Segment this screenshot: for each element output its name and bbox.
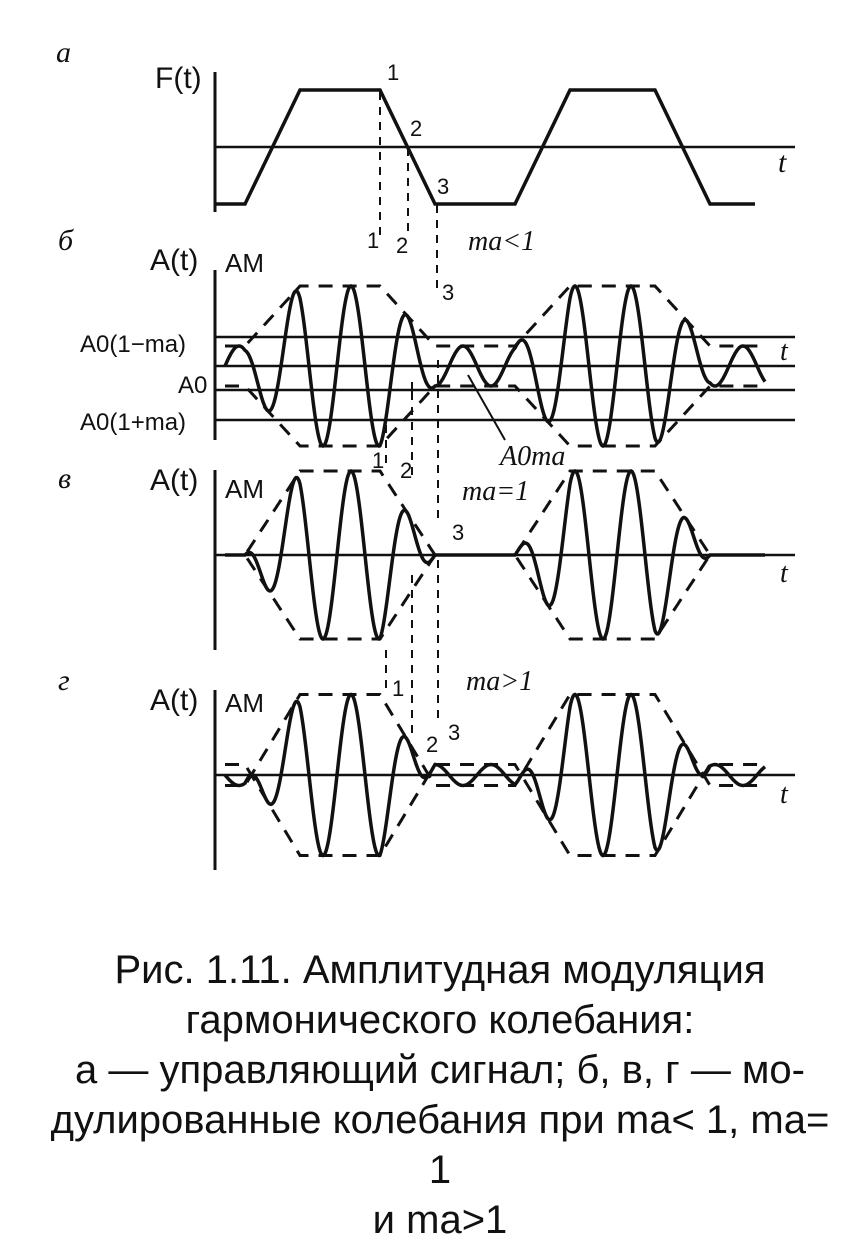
axis-t-label-a: t (778, 146, 787, 179)
panel-letter-g: г (58, 664, 70, 697)
point-3-b: 3 (442, 280, 454, 305)
am-label-v: AM (225, 474, 264, 504)
am-label-b: AM (225, 248, 264, 278)
point-2-b: 2 (396, 233, 408, 258)
wave-b-wave (223, 284, 767, 448)
ylabel-F: F(t) (155, 62, 202, 95)
panel-letter-v: в (58, 462, 71, 495)
wave-b-envelope-lower (225, 384, 765, 448)
figure-caption: Рис. 1.11. Амплитудная модуляция гармони… (40, 945, 840, 1245)
annotation-a0ma: A0ma (498, 441, 565, 472)
caption-line-3: а — управляющий сигнал; б, в, г — мо- (75, 1048, 805, 1092)
level-label-a0: A0 (178, 372, 207, 399)
level-label-lower: A0(1+ma) (80, 409, 186, 436)
panel-v: в A(t) AM ma=1 t 1 2 3 (58, 448, 795, 650)
wave-b-envelope-upper (225, 284, 765, 348)
point-3-a: 3 (437, 174, 449, 199)
wave-v-envelope-lower (225, 553, 765, 641)
ylabel-A-v: A(t) (150, 464, 198, 497)
caption-line-1: Рис. 1.11. Амплитудная модуляция (114, 948, 766, 992)
panel-letter-b: б (58, 224, 74, 257)
panel-letter-a: а (56, 36, 71, 69)
point-2-a: 2 (410, 116, 422, 141)
point-2-g: 2 (426, 732, 438, 757)
trapezoid-signal (215, 88, 755, 206)
caption-line-2: гармонического колебания: (185, 998, 695, 1042)
caption-line-4: дулированные колебания при ma< 1, ma= 1 (50, 1098, 830, 1192)
panel-b: б A(t) AM ma<1 t A0(1−ma) A0 A0(1+ma) A0… (58, 224, 795, 472)
condition-g: ma>1 (466, 666, 533, 697)
am-label-g: AM (225, 688, 264, 718)
wave-b (223, 284, 767, 448)
condition-b: ma<1 (468, 226, 535, 257)
point-1-v: 1 (372, 448, 384, 473)
wave-g-envelope-upper (225, 693, 765, 777)
point-3-v: 3 (452, 520, 464, 545)
panel-g: г A(t) AM ma>1 t 1 2 3 (58, 664, 795, 870)
point-1-g: 1 (392, 676, 404, 701)
axis-t-label-b: t (780, 336, 789, 367)
wave-g (223, 692, 767, 858)
wave-v (225, 469, 765, 641)
wave-g-envelope-lower (225, 773, 765, 857)
point-1-a: 1 (387, 60, 399, 85)
axis-t-label-g: t (780, 779, 789, 810)
condition-v: ma=1 (462, 476, 529, 507)
point-1-b: 1 (367, 228, 379, 253)
point-3-g: 3 (448, 720, 460, 745)
axis-t-label-v: t (780, 558, 789, 589)
point-2-v: 2 (400, 458, 412, 483)
caption-line-5: и ma>1 (372, 1198, 508, 1242)
guide-lines (379, 92, 439, 735)
ylabel-A-g: A(t) (150, 684, 198, 717)
modulation-figure: а F(t) t 1 2 3 б A(t) AM ma<1 t A0(1−ma)… (56, 36, 795, 870)
level-label-upper: A0(1−ma) (80, 331, 186, 358)
panel-a: а F(t) t 1 2 3 (56, 36, 795, 212)
ylabel-A-b: A(t) (150, 244, 198, 277)
